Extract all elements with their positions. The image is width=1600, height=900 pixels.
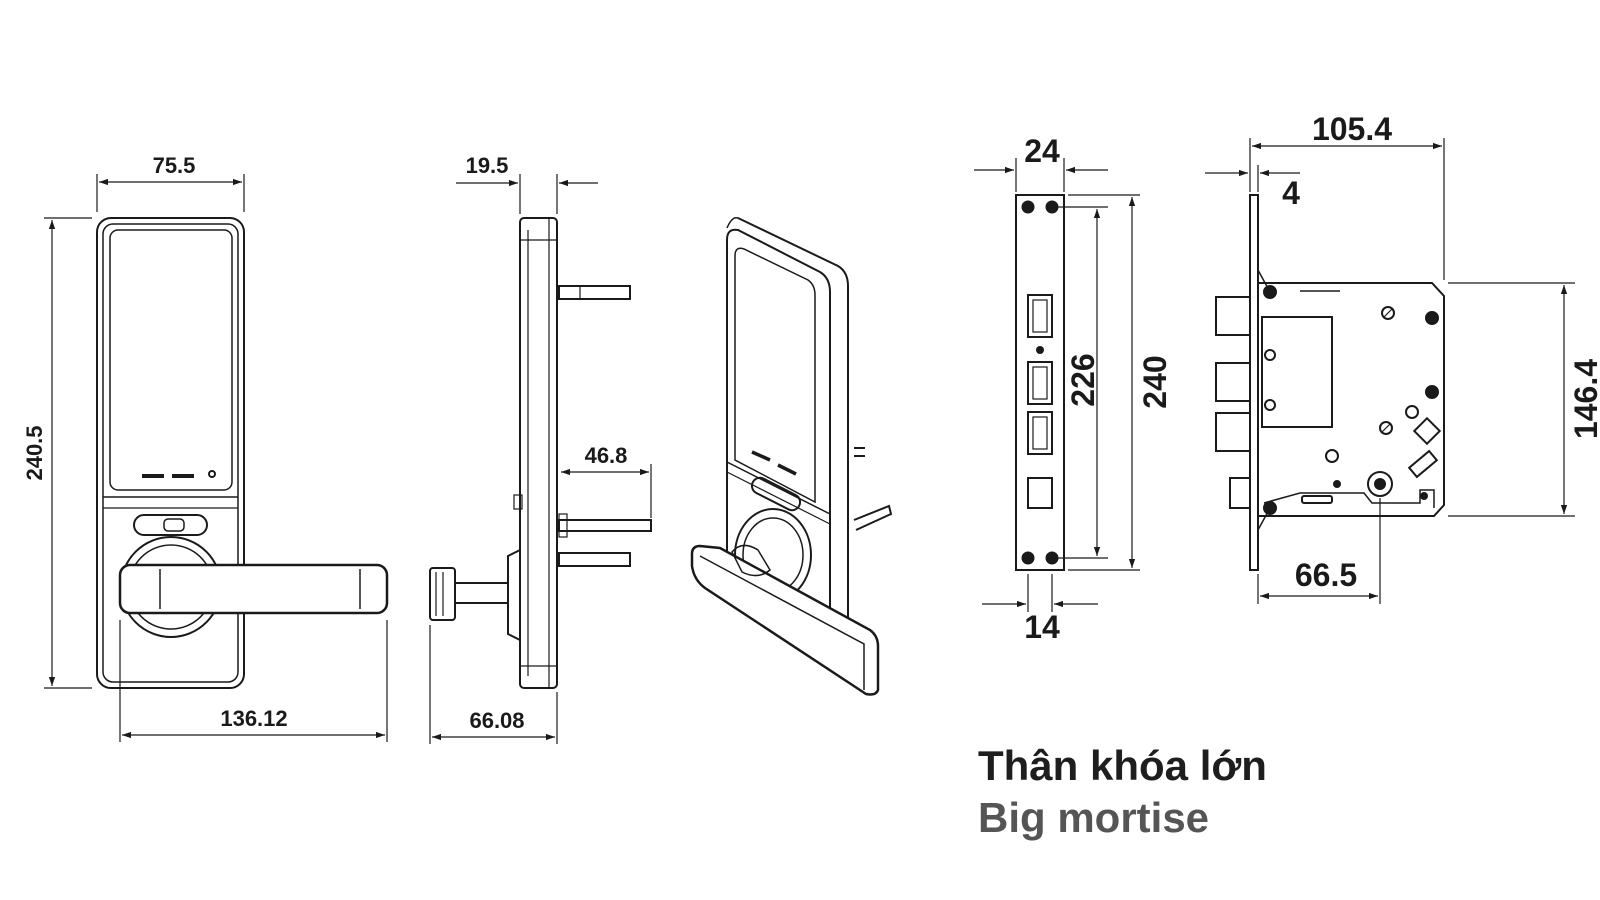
faceplate-width-label: 24	[1024, 133, 1060, 169]
indicator-dot	[208, 470, 216, 478]
mortise-case	[1257, 282, 1445, 517]
front-view	[96, 217, 389, 689]
latch-bolt	[1215, 296, 1251, 336]
side-view	[429, 217, 652, 689]
mortise-faceplate	[1249, 194, 1259, 571]
side-dimensions	[429, 174, 652, 744]
faceplate-thickness-label: 4	[1282, 175, 1300, 211]
faceplate	[1015, 194, 1065, 571]
perspective-view	[690, 216, 893, 696]
mortise-view	[1215, 194, 1445, 571]
side-handle	[454, 582, 509, 604]
faceplate-hole-span-label: 226	[1065, 353, 1101, 406]
latch-slot	[1027, 294, 1053, 338]
front-dimensions	[44, 174, 388, 742]
persp-fingerprint	[750, 476, 802, 512]
front-handle	[118, 563, 389, 615]
faceplate-view	[1015, 194, 1065, 571]
caption-english: Big mortise	[978, 794, 1210, 841]
side-thickness-label: 19.5	[466, 153, 509, 178]
side-rod-top	[558, 285, 631, 300]
mortise-depth-label: 105.4	[1312, 111, 1392, 147]
bolt-1	[1215, 362, 1251, 402]
side-handle-neck	[507, 549, 521, 641]
bolt-3	[1229, 477, 1251, 509]
faceplate-inner-label: 14	[1024, 609, 1060, 645]
mortise-height-label: 146.4	[1568, 359, 1600, 439]
faceplate-height-label: 240	[1137, 355, 1173, 408]
persp-plate-side	[737, 217, 849, 649]
fingerprint-button	[133, 514, 208, 536]
caption-vietnamese: Thân khóa lớn	[978, 742, 1267, 789]
side-body	[519, 217, 558, 689]
bolt-2	[1215, 412, 1251, 452]
faceplate-dimensions	[974, 158, 1140, 612]
mortise-dimensions	[1205, 138, 1575, 604]
spindle-length-label: 46.8	[585, 443, 628, 468]
bolt-slot	[1027, 361, 1053, 405]
side-rod-bottom	[558, 552, 631, 567]
side-projection-label: 66.08	[469, 708, 524, 733]
front-height-label: 240.5	[22, 425, 47, 480]
side-spindle	[558, 519, 652, 532]
front-screen	[109, 229, 233, 491]
persp-handle	[690, 544, 880, 696]
front-plate-outer	[96, 217, 245, 689]
aux-slot	[1027, 477, 1053, 509]
spindle-hub	[1367, 471, 1393, 497]
front-plate-inner	[102, 223, 239, 683]
bolt-carrier	[1261, 316, 1333, 428]
follower-square	[1412, 416, 1442, 446]
handle-length-label: 136.12	[220, 706, 287, 731]
front-width-label: 75.5	[153, 153, 196, 178]
persp-screen	[734, 247, 816, 504]
backset-label: 66.5	[1295, 557, 1357, 593]
deadbolt-slot	[1027, 411, 1053, 455]
